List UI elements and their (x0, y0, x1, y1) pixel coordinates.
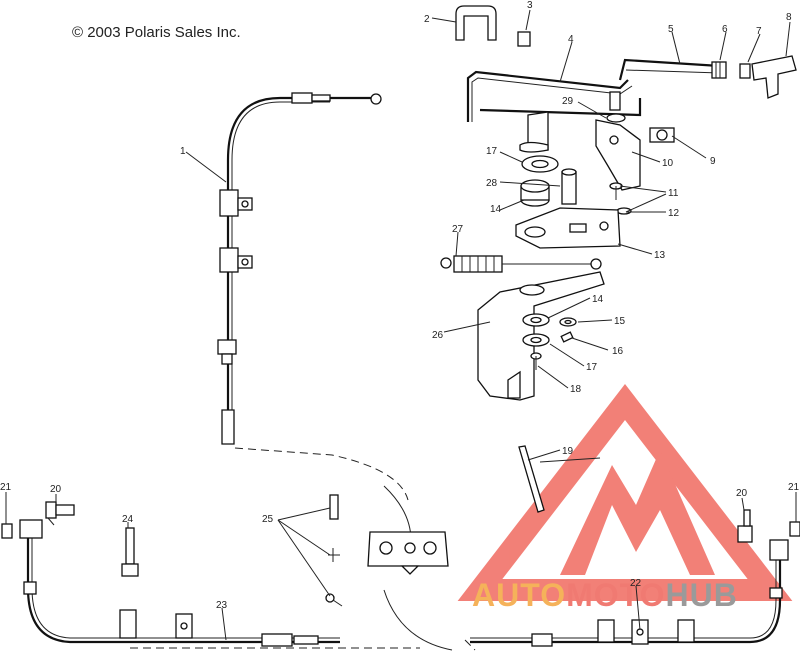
callout-18: 18 (570, 384, 582, 395)
part-13-plate (515, 207, 621, 249)
callout-22: 22 (630, 578, 642, 589)
part-27-spring (440, 255, 602, 273)
callout-8: 8 (786, 12, 792, 23)
part-14-bushing-lower (522, 313, 550, 327)
part-1-cable (217, 92, 382, 445)
part-20-bolt-left (45, 501, 75, 526)
part-15-nut (559, 317, 577, 327)
part-8-handle (751, 55, 797, 99)
part-24-bolt (121, 527, 139, 577)
callout-25: 25 (262, 514, 274, 525)
callout-20-right: 20 (736, 488, 748, 499)
leader-lines (5, 9, 797, 641)
callout-12: 12 (668, 208, 680, 219)
part-11-bolts (609, 182, 623, 200)
part-bracket-upper (519, 111, 549, 153)
callout-15: 15 (614, 316, 626, 327)
reference-line-1 (234, 447, 409, 501)
callout-21-right: 21 (788, 482, 800, 493)
part-28-bushing (561, 168, 577, 205)
part-6-spring (711, 61, 727, 79)
part-25-bolt (329, 494, 339, 520)
copyright-notice: © 2003 Polaris Sales Inc. (72, 24, 241, 41)
part-17-washer-lower (522, 333, 550, 347)
callout-10: 10 (662, 158, 674, 169)
part-29-pin (606, 91, 626, 123)
callout-6-left: 6 (722, 24, 728, 35)
part-22-cable (470, 539, 789, 647)
callout-2: 2 (424, 14, 430, 25)
watermark-auto: AUTO (472, 577, 566, 613)
watermark-moto: MOTO (566, 577, 665, 613)
part-14-bushing-upper (520, 179, 550, 207)
part-10-arm (595, 119, 641, 191)
watermark-triangle (457, 383, 793, 601)
part-25-cotter (325, 593, 343, 607)
callout-23: 23 (216, 600, 228, 611)
callout-24: 24 (122, 514, 134, 525)
part-26-bracket (477, 271, 605, 401)
part-17-washer-upper (521, 155, 559, 173)
callout-21-left: 21 (0, 482, 12, 493)
callout-9: 9 (710, 156, 716, 167)
watermark-hub: HUB (665, 577, 737, 613)
callout-1: 1 (180, 146, 186, 157)
part-7-sleeve (739, 63, 751, 79)
part-21-clip-right (789, 521, 800, 537)
callout-29: 29 (562, 96, 574, 107)
watermark-m (560, 450, 715, 575)
part-19-bolt (518, 445, 545, 513)
part-20-bolt-right (737, 509, 753, 543)
part-3-bushing (517, 31, 531, 47)
callout-4: 4 (568, 34, 574, 45)
callout-27: 27 (452, 224, 464, 235)
reference-line-3 (464, 639, 476, 651)
part-9-pivot (649, 127, 675, 143)
callout-14-upper: 14 (490, 204, 502, 215)
callout-19: 19 (562, 446, 574, 457)
watermark-logo (457, 383, 793, 601)
callout-17-lower: 17 (586, 362, 598, 373)
arc-2 (383, 589, 453, 651)
part-4-rod (466, 70, 642, 122)
callout-7: 7 (756, 26, 762, 37)
callout-5: 5 (668, 24, 674, 35)
part-23-cable (19, 519, 340, 647)
callout-17-upper: 17 (486, 146, 498, 157)
callout-13: 13 (654, 250, 666, 261)
part-18-screw (530, 352, 542, 370)
part-25-bracket (367, 531, 449, 575)
callout-14-lower: 14 (592, 294, 604, 305)
part-5-rod-end (618, 58, 721, 81)
callout-26: 26 (432, 330, 444, 341)
callout-16: 16 (612, 346, 624, 357)
callout-28: 28 (486, 178, 498, 189)
callout-3: 3 (527, 0, 533, 11)
callout-11: 11 (668, 188, 679, 199)
part-2-u-clip (455, 5, 497, 41)
watermark-text: AUTOMOTOHUB (472, 577, 738, 613)
part-16-clip (560, 331, 574, 343)
part-21-clip-left (1, 523, 13, 539)
callout-20-left: 20 (50, 484, 62, 495)
